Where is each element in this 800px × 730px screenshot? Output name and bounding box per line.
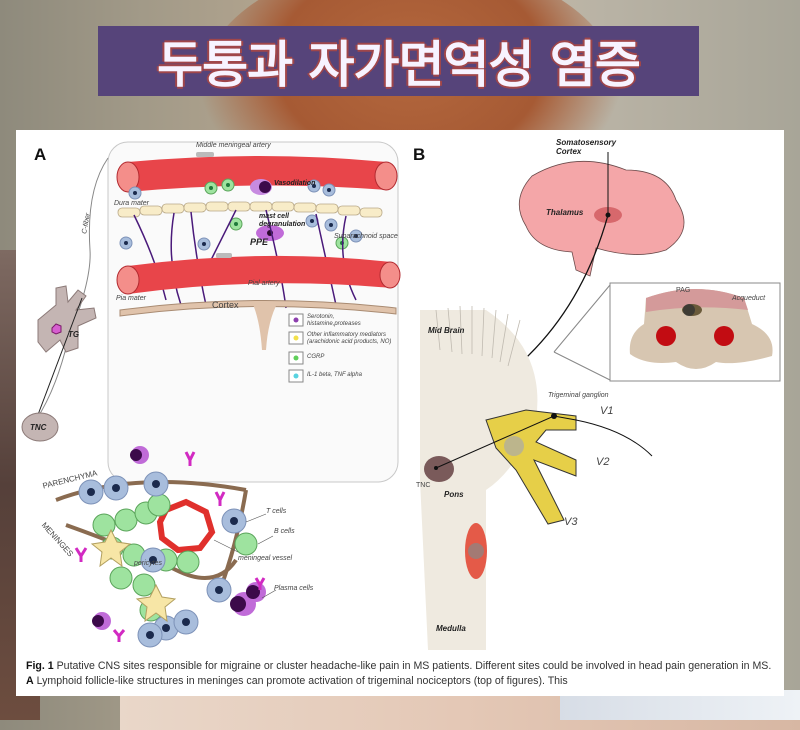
pericyte-icon	[90, 528, 132, 568]
figure-caption: Fig. 1 Putative CNS sites responsible fo…	[26, 659, 776, 689]
label-vasodilation: Vasodilation	[274, 180, 316, 187]
meningeal-vessel-icon	[156, 498, 216, 554]
label-tnc-b: TNC	[416, 482, 431, 489]
label-b-cortex: Cortex	[556, 147, 582, 156]
label-plasma-cells: Plasma cells	[274, 585, 314, 592]
label-tnc-a: TNC	[30, 423, 47, 432]
label-mid-brain: Mid Brain	[428, 326, 465, 335]
page-title: 두통과 자가면역성 염증	[157, 36, 641, 94]
pial-artery-icon	[116, 255, 401, 295]
middle-meningeal-artery-icon	[116, 156, 398, 193]
label-tg: TG	[68, 330, 80, 339]
label-v3: V3	[564, 516, 578, 528]
legend-cgrp: CGRP	[307, 354, 325, 360]
label-b-cells: B cells	[274, 528, 295, 535]
caption-line1: Putative CNS sites responsible for migra…	[53, 660, 772, 672]
label-v1: V1	[600, 405, 614, 417]
label-subarachnoid: Subarachnoid space	[334, 233, 398, 240]
label-v2: V2	[596, 456, 610, 468]
label-pag: PAG	[676, 287, 691, 294]
title-banner: 두통과 자가면역성 염증	[98, 26, 699, 96]
c-fiber-icon	[35, 157, 109, 421]
label-medulla: Medulla	[436, 624, 466, 633]
label-meningeal-vessel: meningeal vessel	[238, 555, 293, 562]
lymphoid-follicle	[55, 446, 277, 648]
legend-inflammatory: Other inflammatory mediators (arachidoni…	[307, 332, 392, 345]
figure-graphics	[21, 141, 781, 650]
brain-icon	[518, 160, 685, 277]
label-somatosensory: Somatosensory	[556, 138, 617, 147]
label-ppe: PPE	[250, 237, 269, 247]
dura-mater-icon	[117, 201, 383, 218]
label-pericytes: pericytes	[134, 560, 163, 567]
label-mast-cell: mast cell degranulation	[259, 213, 306, 228]
trigeminal-ganglion-icon	[37, 285, 97, 353]
label-cortex: Cortex	[212, 300, 239, 310]
tnc-icon	[424, 456, 454, 482]
panel-a-label: A	[34, 145, 47, 164]
label-t-cells: T cells	[266, 508, 287, 515]
caption-fig-label: Fig. 1	[26, 660, 54, 672]
caption-line2: Lymphoid follicle-like structures in men…	[33, 675, 568, 687]
label-pial-artery: Pial artery	[248, 280, 280, 287]
label-pia-mater: Pia mater	[116, 295, 146, 302]
label-dura-mater: Dura mater	[114, 200, 150, 207]
antibody-icon	[74, 451, 266, 642]
label-trigeminal-ganglion: Trigeminal ganglion	[548, 392, 609, 399]
caption-a: A	[26, 675, 34, 687]
label-pons: Pons	[444, 490, 464, 499]
figure-panel: A Middle meningeal artery Vasodilation D…	[16, 130, 784, 696]
tnc-icon	[21, 412, 59, 442]
label-middle-meningeal-artery: Middle meningeal artery	[196, 142, 271, 149]
legend-serotonin: Serotonin, histamine,proteases	[307, 314, 361, 327]
brainstem-icon	[420, 305, 538, 650]
label-aqueduct: Acqueduct	[732, 295, 766, 302]
cortex-layer	[119, 299, 397, 317]
label-thalamus: Thalamus	[546, 208, 584, 217]
panel-b-label: B	[413, 145, 426, 164]
legend-il1: IL-1 beta, TNF alpha	[307, 372, 362, 378]
